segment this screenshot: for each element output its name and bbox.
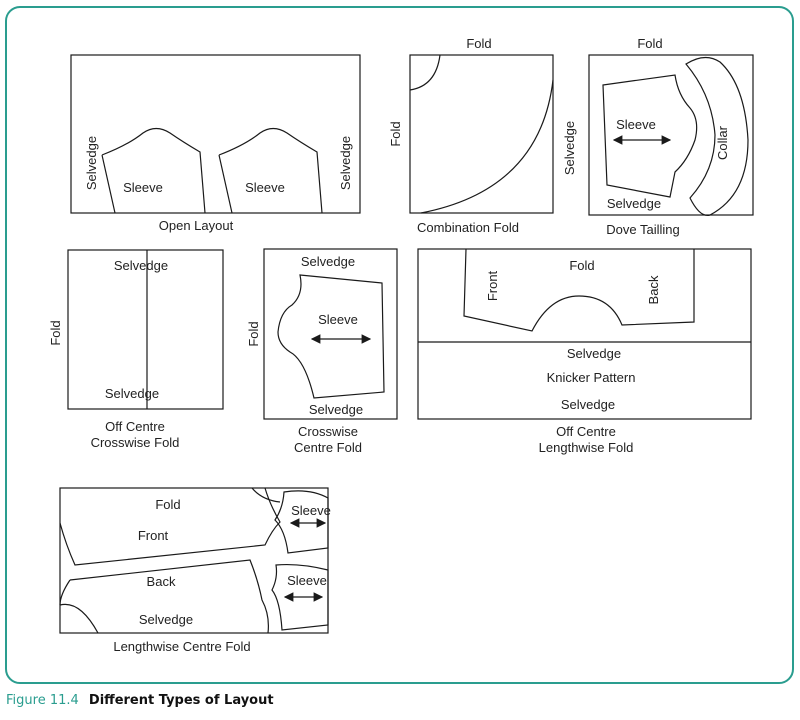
lengthwise-centre-sleeve-label-2: Sleeve [287,573,327,588]
combination-fold-arc [420,79,554,214]
dove-tailling-collar-piece [685,56,749,216]
crosswise-centre-sleeve-piece [277,274,385,399]
crosswise-centre-selvedge-bottom: Selvedge [309,402,363,417]
off-centre-lengthwise-fabric [417,248,752,420]
crosswise-centre-fold-label: Fold [246,321,261,346]
combination-fold-corner-curve [409,54,441,91]
off-centre-lengthwise-fold-label: Fold [569,258,594,273]
lengthwise-centre-caption: Lengthwise Centre Fold [113,639,250,654]
open-layout-selvedge-left: Selvedge [84,136,99,190]
lengthwise-centre-back-label: Back [147,574,176,589]
lengthwise-centre-selvedge-label: Selvedge [139,612,193,627]
crosswise-centre-caption-1: Crosswise [298,424,358,439]
dove-tailling-selvedge-bottom: Selvedge [607,196,661,211]
dove-tailling-fold-top: Fold [637,36,662,51]
dove-tailling-caption: Dove Tailling [606,222,679,237]
off-centre-crosswise-selvedge-bottom: Selvedge [105,386,159,401]
dove-tailling-selvedge-side: Selvedge [562,121,577,175]
combination-fold-caption: Combination Fold [417,220,519,235]
off-centre-crosswise-caption-2: Crosswise Fold [91,435,180,450]
lengthwise-centre-sleeve-piece-2 [271,563,329,631]
lengthwise-centre-back-edge [59,579,71,606]
open-layout-sleeve-label-1: Sleeve [123,180,163,195]
combination-fold-fold-side: Fold [388,121,403,146]
lengthwise-centre-back-piece [69,559,269,634]
open-layout-selvedge-right: Selvedge [338,136,353,190]
dove-tailling-fabric [588,54,754,216]
crosswise-centre-fabric [263,248,398,420]
lengthwise-centre-front-piece [59,487,281,566]
open-layout-sleeve-left [101,127,206,214]
off-centre-lengthwise-fold: Fold Front Back Selvedge Knicker Pattern… [417,248,752,455]
crosswise-centre-caption-2: Centre Fold [294,440,362,455]
off-centre-crosswise-caption-1: Off Centre [105,419,165,434]
off-centre-crosswise-fabric [67,249,224,410]
lengthwise-centre-neck-curve [251,487,281,503]
figure-title: Different Types of Layout [88,693,274,708]
off-centre-lengthwise-caption-1: Off Centre [556,424,616,439]
figure-number: Figure 11.4 [6,693,79,708]
off-centre-crosswise-fold: Fold Selvedge Selvedge Off Centre Crossw… [48,249,224,450]
figure-caption: Figure 11.4 Different Types of Layout [6,693,274,708]
off-centre-lengthwise-selvedge-bottom: Selvedge [561,397,615,412]
figure-frame [5,6,794,684]
crosswise-centre-selvedge-top: Selvedge [301,254,355,269]
open-layout-caption: Open Layout [159,218,234,233]
open-layout-fabric [70,54,361,214]
crosswise-centre-fold: Fold Selvedge Sleeve Selvedge Crosswise … [246,248,398,455]
lengthwise-centre-armhole-curve [59,603,99,634]
dove-tailling-collar-label: Collar [715,125,730,160]
open-layout-sleeve-right [218,127,323,214]
combination-fold-fabric [409,54,554,214]
off-centre-crosswise-fold-label: Fold [48,320,63,345]
off-centre-lengthwise-bodice-piece [463,248,695,332]
lengthwise-centre-fold-label: Fold [155,497,180,512]
lengthwise-centre-fold: Fold Front Back Selvedge Sleeve Sleeve L… [59,487,331,654]
dove-tailling-sleeve-piece [602,74,698,198]
off-centre-lengthwise-caption-2: Lengthwise Fold [539,440,634,455]
crosswise-centre-sleeve-label: Sleeve [318,312,358,327]
open-layout-sleeve-label-2: Sleeve [245,180,285,195]
off-centre-crosswise-selvedge-top: Selvedge [114,258,168,273]
lengthwise-centre-sleeve-label-1: Sleeve [291,503,331,518]
lengthwise-centre-sleeve-piece-1 [274,490,329,554]
lengthwise-centre-front-label: Front [138,528,169,543]
combination-fold-fold-top: Fold [466,36,491,51]
open-layout: Selvedge Selvedge Sleeve Sleeve Open Lay… [70,54,361,233]
dove-tailling: Fold Selvedge Sleeve Collar Selvedge Dov… [562,36,754,237]
combination-fold: Fold Fold Combination Fold [388,36,554,235]
off-centre-lengthwise-selvedge-middle: Selvedge [567,346,621,361]
off-centre-lengthwise-back-label: Back [646,275,661,304]
off-centre-lengthwise-knicker-label: Knicker Pattern [547,370,636,385]
lengthwise-centre-fabric [59,487,329,634]
off-centre-lengthwise-front-label: Front [485,270,500,301]
dove-tailling-sleeve-label: Sleeve [616,117,656,132]
